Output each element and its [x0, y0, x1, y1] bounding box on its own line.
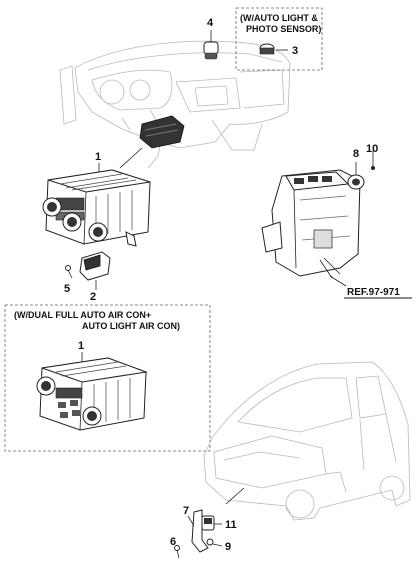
bracket-part [187, 509, 209, 553]
screw-part [65, 265, 73, 279]
option-box-mid-line1: (W/DUAL FULL AUTO AIR CON+ [14, 310, 151, 320]
location-arrow [119, 147, 143, 169]
dashboard-outline [59, 40, 291, 169]
callout-11: 11 [225, 519, 237, 531]
sensor-part [203, 30, 219, 60]
callout-4: 4 [207, 17, 214, 29]
callout-1b: 1 [78, 340, 84, 352]
control-location-block [139, 115, 185, 149]
callout-5: 5 [64, 283, 70, 295]
ref-leader [329, 275, 347, 287]
dual-auto-control-unit [36, 357, 148, 431]
callout-2: 2 [90, 291, 96, 303]
callout-1: 1 [95, 151, 101, 163]
callout-8: 8 [353, 148, 359, 160]
option-box-top [235, 7, 323, 71]
switch-part [79, 251, 111, 290]
callout-10: 10 [366, 143, 378, 155]
photo-sensor-part [259, 43, 288, 55]
aspirator-part [347, 162, 365, 190]
screw-9 [206, 538, 223, 547]
vehicle-outline [203, 361, 411, 521]
screw-10 [371, 150, 375, 170]
climate-control-unit [42, 169, 151, 247]
callout-7: 7 [183, 505, 189, 517]
option-box-top-line1: (W/AUTO LIGHT & [240, 13, 318, 23]
sensor-location-arrow [225, 487, 245, 505]
option-box-mid-line2: AUTO LIGHT AIR CON) [82, 321, 180, 331]
screw-6 [174, 545, 180, 559]
callout-6: 6 [170, 536, 176, 548]
ref-label: REF.97-971 [347, 287, 400, 298]
option-box-mid [4, 304, 211, 452]
sensor-part-11 [201, 515, 222, 531]
option-box-top-line2: PHOTO SENSOR) [246, 24, 321, 34]
heater-unit [261, 169, 361, 279]
callout-3: 3 [292, 45, 298, 57]
callout-9: 9 [225, 541, 231, 553]
